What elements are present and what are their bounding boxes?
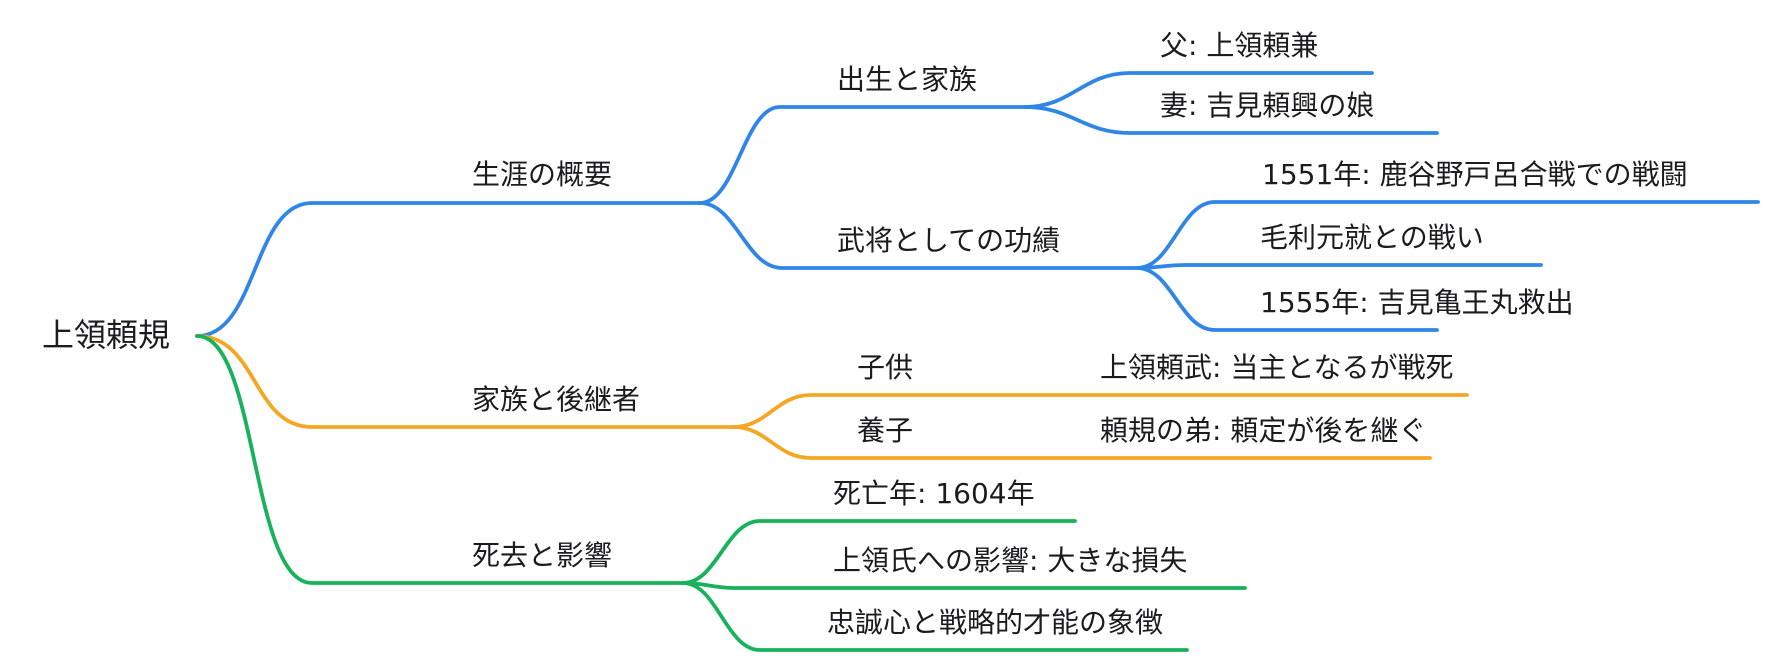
link-death-impact-to-symbol bbox=[681, 581, 1189, 652]
link-root-to-family-successors bbox=[195, 334, 735, 429]
node-battle-1551[interactable]: 1551年: 鹿谷野戸呂合戦での戦闘 bbox=[1262, 158, 1688, 191]
node-family-and-successors[interactable]: 家族と後継者 bbox=[472, 383, 641, 416]
node-loyalty-symbol[interactable]: 忠誠心と戦略的才能の象徴 bbox=[827, 606, 1164, 639]
node-battle-mori[interactable]: 毛利元就との戦い bbox=[1260, 221, 1484, 254]
branch-death-impact-links bbox=[195, 334, 1247, 652]
node-rescue-1555[interactable]: 1555年: 吉見亀王丸救出 bbox=[1260, 286, 1574, 319]
link-birth-family-to-father bbox=[1023, 71, 1374, 109]
node-adopted[interactable]: 養子 bbox=[857, 414, 914, 447]
node-brother-yorisada[interactable]: 頼規の弟: 頼定が後を継ぐ bbox=[1100, 414, 1427, 447]
node-clan-impact[interactable]: 上領氏への影響: 大きな損失 bbox=[833, 544, 1188, 577]
node-father[interactable]: 父: 上領頼兼 bbox=[1160, 29, 1319, 62]
link-family-successors-to-adopted bbox=[731, 425, 1432, 460]
node-children[interactable]: 子供 bbox=[857, 351, 914, 384]
node-wife[interactable]: 妻: 吉見頼興の娘 bbox=[1160, 89, 1375, 122]
link-military-feats-to-1555 bbox=[1135, 266, 1439, 332]
node-root[interactable]: 上領頼規 bbox=[42, 316, 171, 354]
node-military-feats[interactable]: 武将としての功績 bbox=[837, 224, 1061, 257]
link-military-feats-to-1551 bbox=[1135, 200, 1760, 270]
link-root-to-death-impact bbox=[195, 334, 685, 585]
link-life-overview-to-military-feats bbox=[698, 201, 1139, 270]
node-son-yoritake[interactable]: 上領頼武: 当主となるが戦死 bbox=[1100, 351, 1454, 384]
link-death-impact-to-clan-impact bbox=[681, 581, 1247, 590]
link-life-overview-to-birth-family bbox=[698, 105, 1027, 205]
link-family-successors-to-children bbox=[731, 393, 1469, 429]
node-life-overview[interactable]: 生涯の概要 bbox=[472, 158, 613, 191]
link-military-feats-to-mori bbox=[1135, 263, 1543, 270]
link-birth-family-to-wife bbox=[1023, 105, 1439, 135]
branch-family-successors-links bbox=[195, 334, 1469, 460]
branch-life-overview-links bbox=[195, 71, 1760, 338]
node-birth-and-family[interactable]: 出生と家族 bbox=[837, 63, 978, 96]
node-death-and-impact[interactable]: 死去と影響 bbox=[472, 539, 613, 572]
link-death-impact-to-death-year bbox=[681, 519, 1077, 585]
link-root-to-life-overview bbox=[195, 201, 702, 338]
node-death-year[interactable]: 死亡年: 1604年 bbox=[833, 477, 1035, 510]
